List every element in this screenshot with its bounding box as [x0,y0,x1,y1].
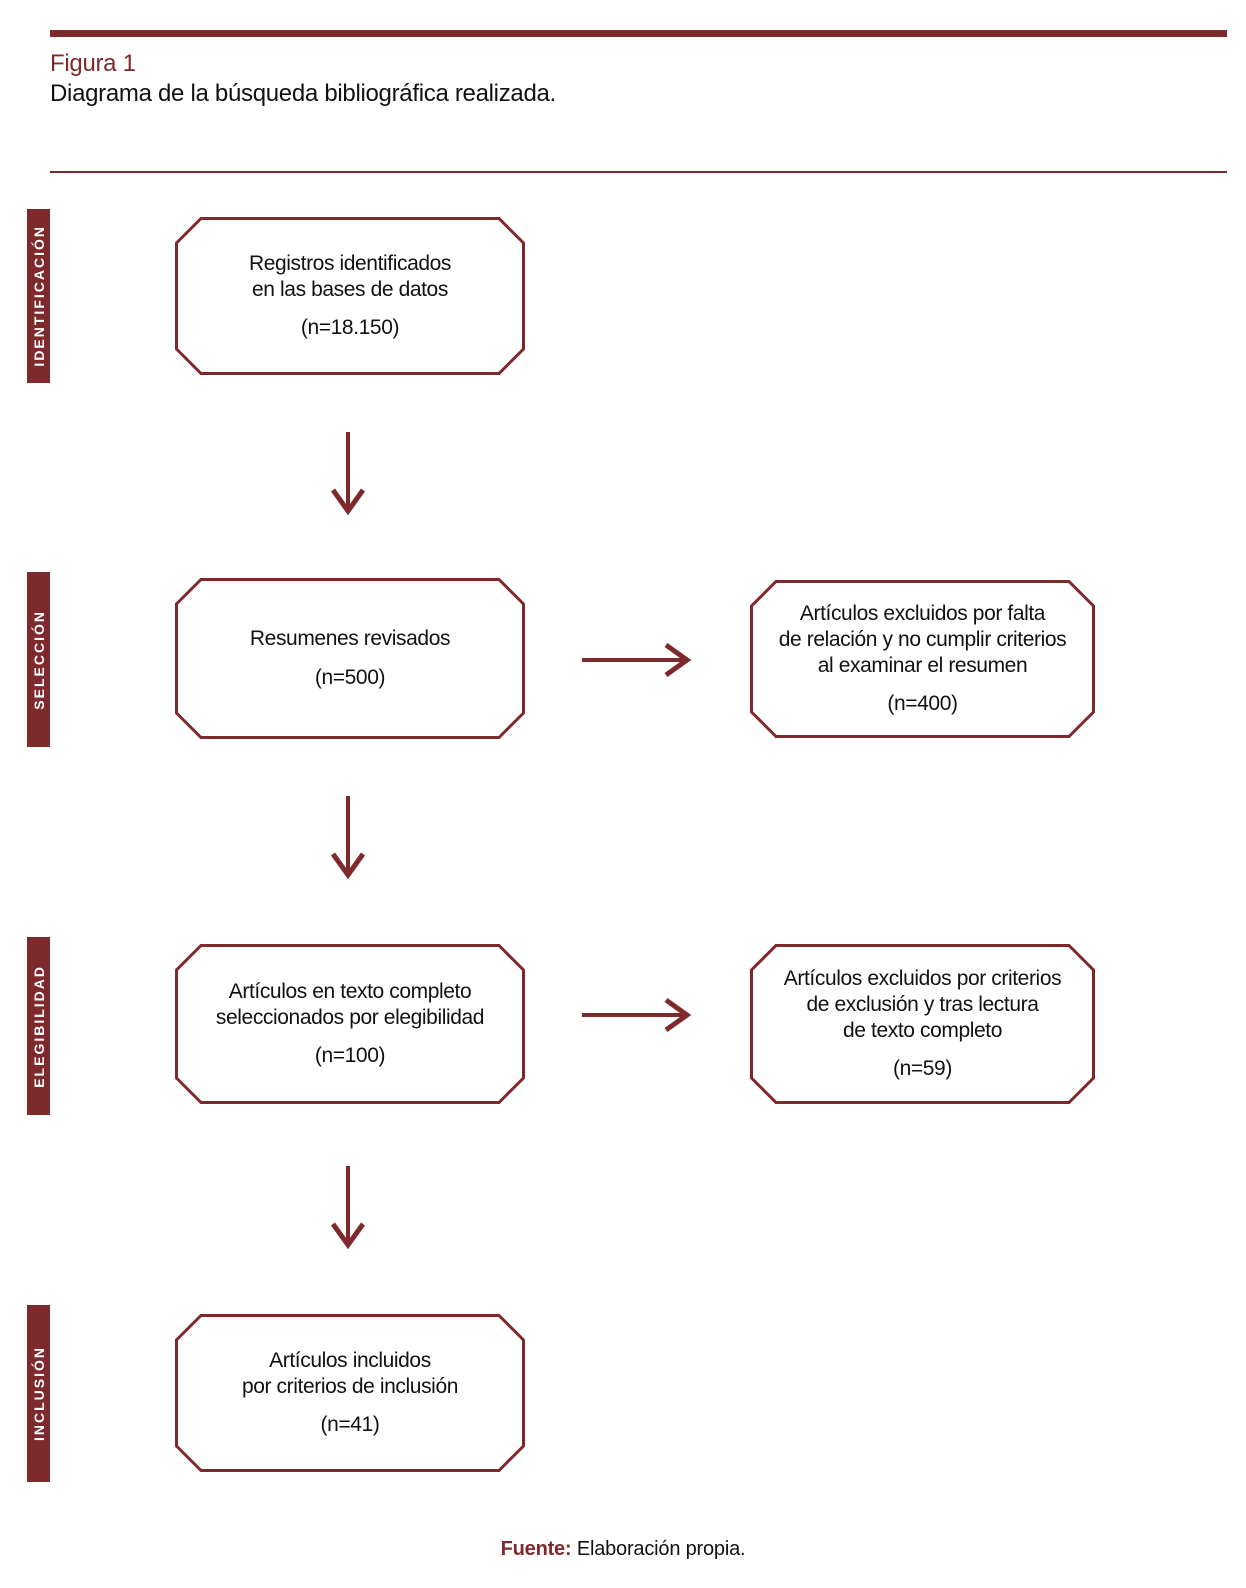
stage-label-identificacion: IDENTIFICACIÓN [27,209,50,383]
box-line: de relación y no cumplir criterios [778,627,1067,651]
box-outline [175,217,525,375]
box-fulltext-selected: Artículos en texto completo seleccionado… [175,944,525,1104]
source-text: Elaboración propia. [576,1538,746,1560]
box-outline [750,944,1095,1104]
box-outline [175,1314,525,1472]
box-count: (n=100) [314,1044,386,1068]
top-accent-bar [50,30,1227,37]
arrow-right-icon [582,642,692,678]
box-count: (n=59) [893,1057,952,1081]
arrow-down-icon [330,1166,366,1250]
header-divider [50,171,1227,173]
box-line: de texto completo [843,1019,1002,1042]
box-line: Artículos excluidos por criterios [783,966,1062,990]
source-note: Fuente: Elaboración propia. [0,1538,1246,1561]
box-excluded-fulltext: Artículos excluidos por criterios de exc… [750,944,1095,1104]
arrow-down-icon [330,796,366,880]
box-text: Artículos en texto completo seleccionado… [175,944,525,1104]
box-line: Registros identificados [248,251,452,275]
box-line: Artículos excluidos por falta [799,601,1046,625]
figure-title: Diagrama de la búsqueda bibliográfica re… [50,80,556,107]
stage-label-elegibilidad: ELEGIBILIDAD [27,937,50,1115]
box-line: Artículos en texto completo [228,979,472,1003]
source-label: Fuente: [500,1538,572,1560]
box-line: Artículos incluidos [269,1348,431,1372]
stage-label-seleccion: SELECCIÓN [27,572,50,747]
box-line: de exclusión y tras lectura [806,992,1039,1016]
box-excluded-abstract: Artículos excluidos por falta de relació… [750,580,1095,738]
box-line: Resumenes revisados [249,627,451,651]
box-records-identified: Registros identificados en las bases de … [175,217,525,375]
box-count: (n=41) [320,1413,380,1437]
box-count: (n=500) [314,665,386,689]
stage-label-text: INCLUSIÓN [30,1346,47,1441]
stage-label-text: SELECCIÓN [30,609,47,710]
box-outline [175,578,525,739]
box-line: en las bases de datos [252,277,448,301]
box-outline [175,944,525,1104]
arrow-right-icon [582,997,692,1033]
box-count: (n=18.150) [300,316,400,340]
box-text: Registros identificados en las bases de … [175,217,525,375]
box-count: (n=400) [887,692,958,716]
box-text: Artículos excluidos por falta de relació… [750,580,1095,738]
box-text: Resumenes revisados (n=500) [175,578,525,739]
box-line: seleccionados por elegibilidad [215,1005,485,1029]
box-text: Artículos incluidos por criterios de inc… [175,1314,525,1472]
box-outline [750,580,1095,738]
box-abstracts-reviewed: Resumenes revisados (n=500) [175,578,525,739]
arrow-down-icon [330,432,366,516]
stage-label-text: IDENTIFICACIÓN [30,225,47,367]
figure-label: Figura 1 [50,50,136,77]
stage-label-text: ELEGIBILIDAD [30,964,47,1088]
box-line: por criterios de inclusión [241,1374,459,1398]
box-text: Artículos excluidos por criterios de exc… [750,944,1095,1104]
box-articles-included: Artículos incluidos por criterios de inc… [175,1314,525,1472]
stage-label-inclusion: INCLUSIÓN [27,1305,50,1482]
box-line: al examinar el resumen [817,654,1028,677]
